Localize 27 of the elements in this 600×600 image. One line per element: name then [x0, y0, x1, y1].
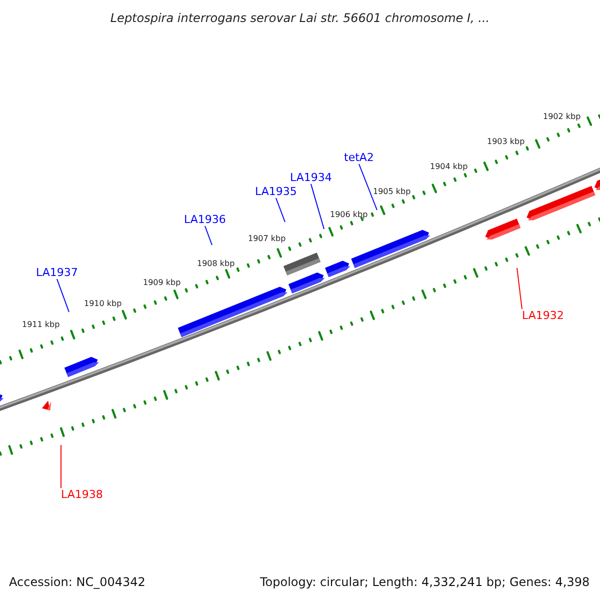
gene-label: tetA2 — [344, 152, 374, 163]
gene-label: LA1934 — [290, 172, 332, 183]
position-label: 1903 kbp — [487, 138, 525, 146]
leader-line — [310, 184, 324, 230]
gene-label: LA1938 — [61, 489, 103, 500]
footer-text: Topology: circular; Length: 4,332,241 bp; Genes: 4,398 — [260, 576, 590, 588]
leader-line — [516, 268, 522, 310]
leader-line — [275, 198, 286, 222]
position-label: 1906 kbp — [330, 211, 368, 219]
position-label: 1907 kbp — [248, 235, 286, 243]
position-label: 1905 kbp — [373, 188, 411, 196]
gene-label: LA1936 — [184, 214, 226, 225]
position-label: 1909 kbp — [143, 279, 181, 287]
gene-label: LA1935 — [255, 186, 297, 197]
map-title: Leptospira interrogans serovar Lai str. 56601 chromosome I, ... — [109, 12, 491, 24]
leader-line — [204, 226, 212, 246]
position-label: 1902 kbp — [543, 113, 581, 121]
leader-line — [358, 164, 378, 210]
gene-label: LA1937 — [36, 267, 78, 278]
footer-text: Accession: NC_004342 — [9, 576, 146, 588]
position-label: 1911 kbp — [22, 321, 60, 329]
position-label: 1904 kbp — [430, 163, 468, 171]
leader-line — [60, 444, 62, 488]
position-label: 1910 kbp — [84, 300, 122, 308]
position-label: 1908 kbp — [197, 260, 235, 268]
gene-label: LA1932 — [522, 310, 564, 321]
leader-line — [56, 278, 70, 312]
